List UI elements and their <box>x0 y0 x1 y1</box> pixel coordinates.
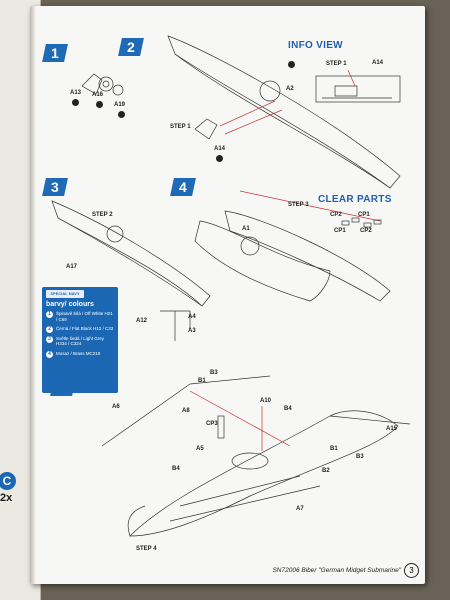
label-cp1b: CP1 <box>334 228 346 234</box>
label-b3b: B3 <box>356 454 364 460</box>
colour-dot <box>72 99 79 106</box>
label-cp3: CP3 <box>206 421 218 427</box>
step-badge-2: 2 <box>118 38 144 56</box>
info-view-drawing <box>315 69 401 103</box>
label-b4a: B4 <box>284 406 292 412</box>
step-badge-4: 4 <box>170 178 196 196</box>
label-b3a: B3 <box>210 370 218 376</box>
clear-parts-drawing <box>341 217 382 228</box>
step-badge-3: 3 <box>42 178 68 196</box>
label-a4: A4 <box>188 314 196 320</box>
colour-dot <box>216 155 223 162</box>
step5-hull-drawing <box>101 375 411 537</box>
instruction-page: 1 2 3 4 5 INFO VIEW CLEAR PARTS A13 A16 … <box>30 6 425 584</box>
label-a6: A6 <box>112 404 120 410</box>
label-a7: A7 <box>296 506 304 512</box>
colour-dot <box>96 101 103 108</box>
label-step3: STEP 3 <box>288 202 309 208</box>
step1-parts-drawing <box>81 73 124 96</box>
label-cp2a: CP2 <box>330 212 342 218</box>
label-a13: A13 <box>70 90 82 96</box>
label-a5: A5 <box>196 446 204 452</box>
page-spine <box>30 6 36 584</box>
step3-hull-drawing <box>51 200 211 341</box>
step2-hull-drawing <box>167 35 401 189</box>
label-a14b: A14 <box>372 60 384 66</box>
legend-title: barvy/ colours <box>46 301 94 308</box>
quantity-label: 2x <box>0 492 13 504</box>
assembly-drawings <box>51 35 411 537</box>
label-a15: A15 <box>386 426 398 432</box>
info-view-heading: INFO VIEW <box>288 40 343 51</box>
page-footer: SN72006 Biber "German Midget Submarine" <box>272 567 401 574</box>
label-cp1a: CP1 <box>358 212 370 218</box>
label-a1: A1 <box>242 226 250 232</box>
label-a12: A12 <box>136 318 148 324</box>
clear-parts-heading: CLEAR PARTS <box>318 194 392 205</box>
label-a8: A8 <box>182 408 190 414</box>
label-a19: A19 <box>114 102 126 108</box>
label-a10: A10 <box>260 398 272 404</box>
label-a16: A16 <box>92 92 104 98</box>
label-a17: A17 <box>66 264 78 270</box>
brand-logo: SPECIAL NAVY <box>46 290 84 298</box>
colour-dot <box>288 61 295 68</box>
page-number: 3 <box>404 563 419 578</box>
label-cp2b: CP2 <box>360 228 372 234</box>
step-badge-1: 1 <box>42 44 68 62</box>
label-a3: A3 <box>188 328 196 334</box>
label-a14: A14 <box>214 146 226 152</box>
label-step4: STEP 4 <box>136 546 157 552</box>
label-b4b: B4 <box>172 466 180 472</box>
label-b2: B2 <box>322 468 330 474</box>
label-step1: STEP 1 <box>170 124 191 130</box>
label-info-step1: STEP 1 <box>326 61 347 67</box>
label-step2: STEP 2 <box>92 212 113 218</box>
label-a2: A2 <box>286 86 294 92</box>
label-b1a: B1 <box>198 378 206 384</box>
colour-callout-badge: C <box>0 472 16 490</box>
label-b1b: B1 <box>330 446 338 452</box>
colour-dot <box>118 111 125 118</box>
step4-hull-drawing <box>194 190 391 302</box>
